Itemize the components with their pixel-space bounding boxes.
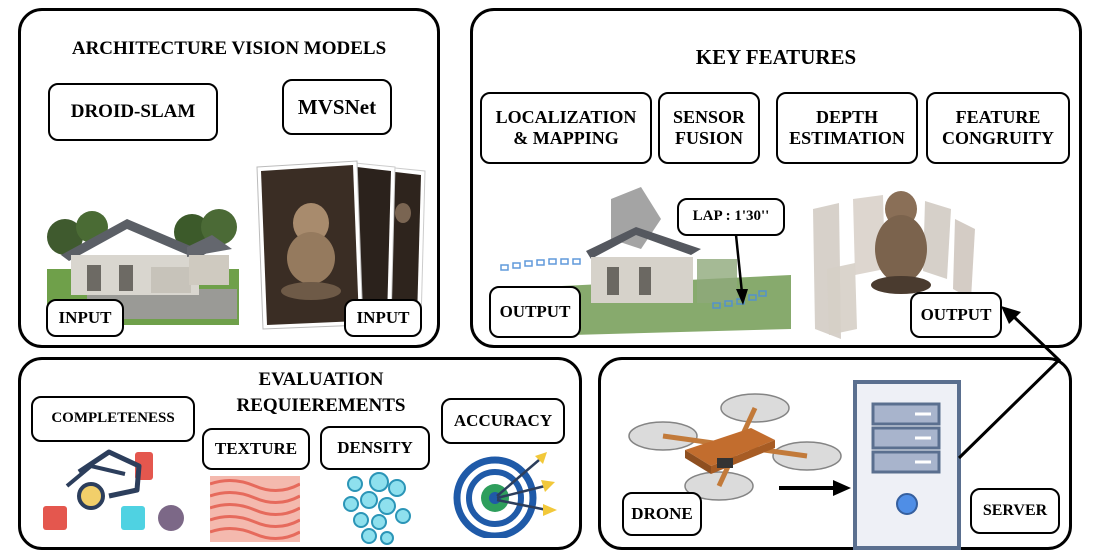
feature-congruity-line1: FEATURE (955, 107, 1041, 128)
feature-sensor-line2: FUSION (674, 128, 743, 148)
density-icon (343, 472, 411, 545)
server-to-output-arrow (957, 306, 1062, 460)
drone-illustration (628, 393, 842, 501)
statue-reconstruction-output-image (805, 179, 983, 345)
criterion-texture: TEXTURE (202, 428, 310, 470)
feature-depth-line1: DEPTH (815, 107, 878, 128)
key-features-title: KEY FEATURES (695, 45, 857, 69)
accuracy-target-icon (453, 452, 557, 538)
drone-server-panel: DRONE SERVER (598, 357, 1072, 550)
output-label-reconstruction: OUTPUT (910, 292, 1002, 338)
feature-sensor-line1: SENSOR (672, 107, 746, 128)
texture-swatch (210, 476, 300, 542)
drone-label: DRONE (622, 492, 702, 536)
key-features-panel: KEY FEATURES LOCALIZATION & MAPPING SENS… (470, 8, 1082, 348)
feature-localization-line2: & MAPPING (513, 128, 619, 148)
feature-depth-estimation: DEPTH ESTIMATION (776, 92, 918, 164)
lap-time-label: LAP : 1'30'' (677, 198, 785, 236)
model-mvsnet: MVSNet (282, 79, 392, 135)
feature-congruity-line2: CONGRUITY (941, 128, 1054, 148)
evaluation-title-line1: EVALUATION (258, 369, 384, 390)
criterion-accuracy: ACCURACY (441, 398, 565, 444)
feature-depth-line2: ESTIMATION (789, 128, 905, 148)
statue-input-images (253, 153, 431, 331)
lap-pointer-arrow (734, 234, 748, 305)
evaluation-panel: EVALUATION REQUIEREMENTS COMPLETENESS TE… (18, 357, 582, 550)
input-label-statue: INPUT (344, 299, 422, 337)
criterion-completeness: COMPLETENESS (31, 396, 195, 442)
drone-to-server-arrow (779, 480, 851, 496)
evaluation-title-line2: REQUIEREMENTS (236, 395, 406, 416)
completeness-icon (43, 449, 184, 531)
server-icon (853, 380, 961, 550)
model-droid-slam: DROID-SLAM (48, 83, 218, 141)
server-label: SERVER (970, 488, 1060, 534)
criterion-density: DENSITY (320, 426, 430, 470)
feature-localization-line1: LOCALIZATION (495, 107, 637, 128)
architecture-title: ARCHITECTURE VISION MODELS (71, 38, 387, 59)
architecture-panel: ARCHITECTURE VISION MODELS DROID-SLAM MV… (18, 8, 440, 348)
output-label-pointcloud: OUTPUT (489, 286, 581, 338)
feature-localization-mapping: LOCALIZATION & MAPPING (480, 92, 652, 164)
input-label-house: INPUT (46, 299, 124, 337)
feature-congruity: FEATURE CONGRUITY (926, 92, 1070, 164)
feature-sensor-fusion: SENSOR FUSION (658, 92, 760, 164)
